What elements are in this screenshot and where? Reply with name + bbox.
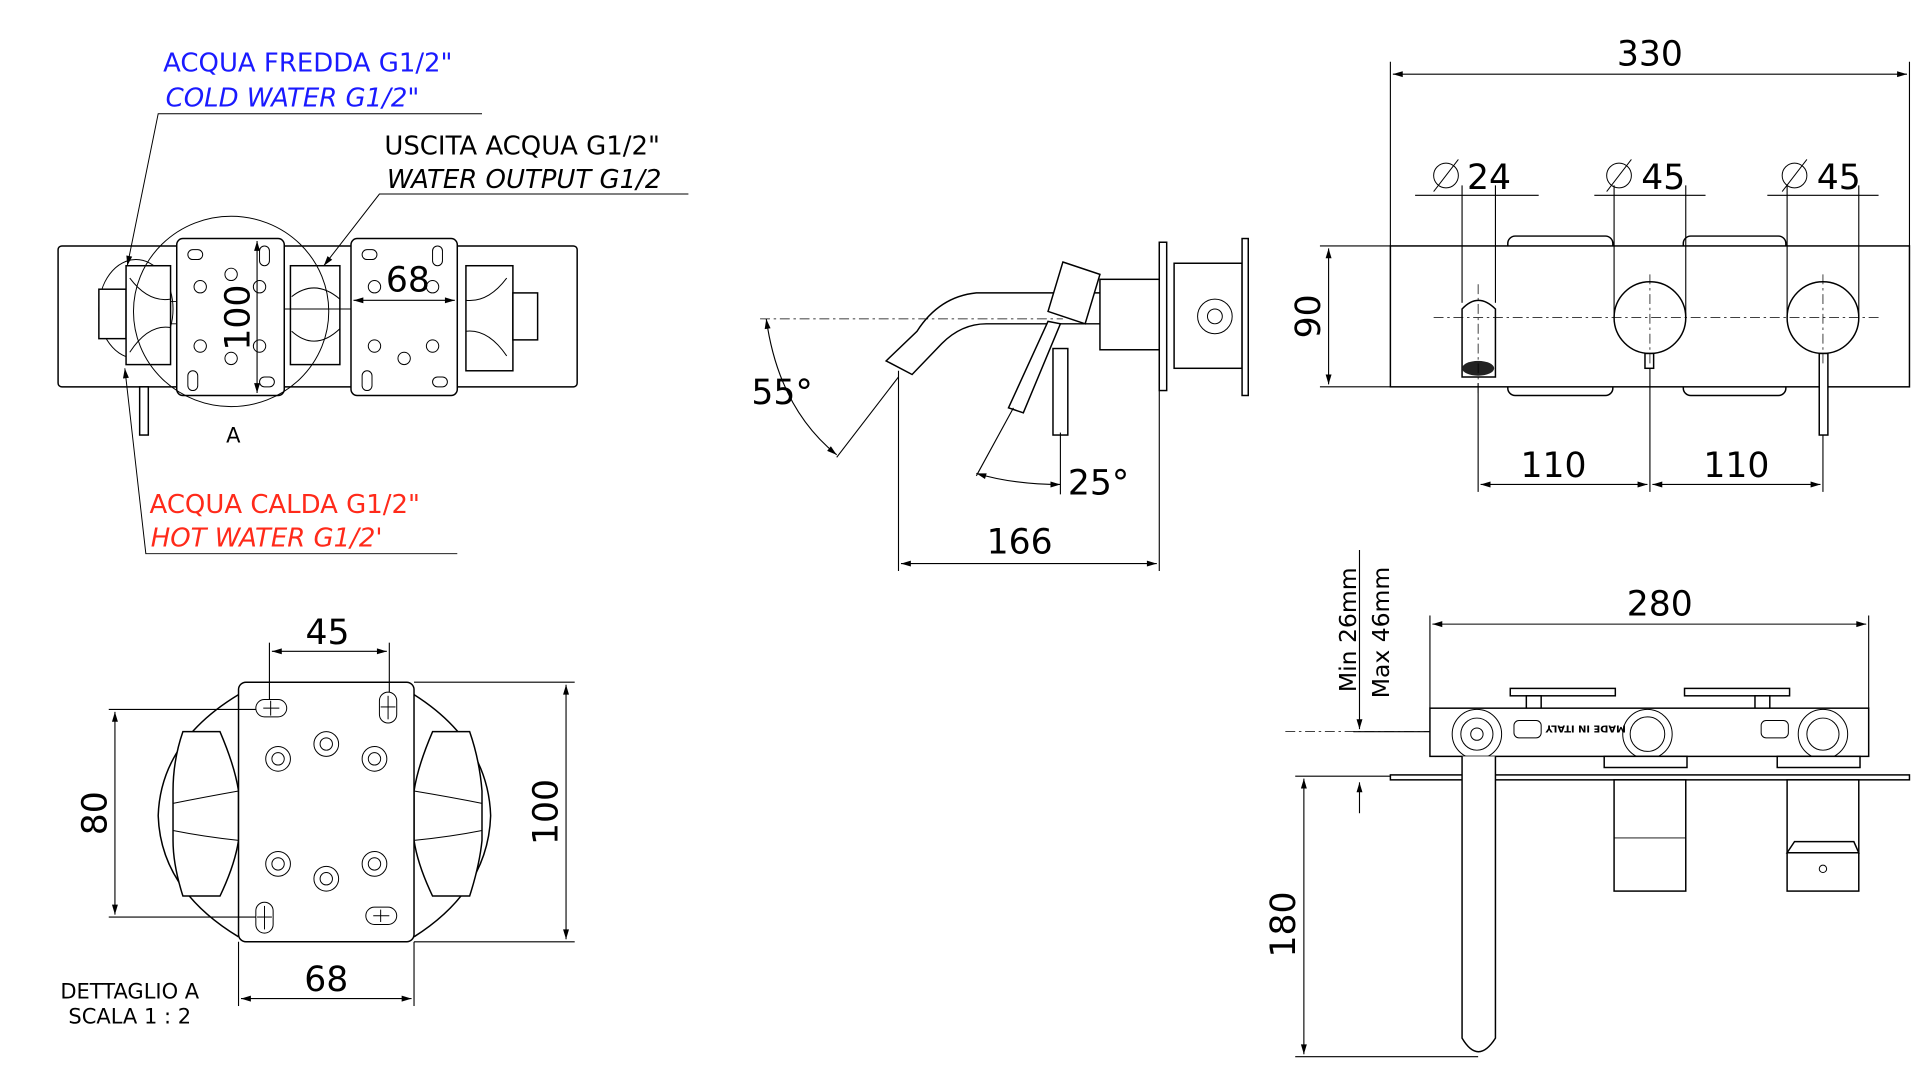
min-depth: Min 26mm [1334,567,1362,692]
cold-water-label-it: ACQUA FREDDA G1/2" [163,49,452,79]
angle-spout: 55° [751,373,812,413]
dim-spout-length: 180 [1264,891,1304,957]
front-view: 330 24 45 45 90 110 110 [1289,35,1911,492]
dim-bottom: 68 [304,960,348,1000]
detail-scale: SCALA 1 : 2 [68,1003,191,1028]
detail-marker: A [226,422,241,447]
made-in-italy-stamp: MADE IN ITALY [1545,722,1626,733]
dim-dia-spout: 24 [1467,158,1511,198]
diameter-handle-2: 45 [1767,158,1879,318]
hot-water-label-it: ACQUA CALDA G1/2" [150,490,420,520]
dim-right: 100 [526,779,566,845]
side-view: 55° 25° 166 [751,237,1249,571]
dim-height: 90 [1289,294,1329,338]
detail-a-view: 45 80 100 68 DETTAGLIO A SCALA 1 : 2 [60,613,575,1028]
diameter-icon [1433,162,1459,189]
rear-view: A 100 68 ACQUA FREDDA G1/2" COLD WATER G… [57,49,689,555]
dim-left: 80 [75,791,115,835]
detail-title: DETTAGLIO A [60,979,199,1004]
cold-water-fitting [98,264,177,366]
dim-dia-handle-1: 45 [1641,158,1685,198]
detail-circle [132,215,330,408]
handle-rod [138,386,150,436]
dim-projection: 166 [987,523,1053,563]
lever-handle [1007,320,1062,414]
dim-height: 100 [219,285,259,351]
water-output-label-en: WATER OUTPUT G1/2 [387,165,662,195]
dim-spacing-2: 110 [1703,446,1769,486]
angle-lever: 25° [1068,463,1129,503]
water-output-label-it: USCITA ACQUA G1/2" [384,131,660,161]
max-depth: Max 46mm [1367,567,1395,699]
diameter-icon [1606,162,1632,189]
hot-water-fitting [465,264,539,372]
dim-width: 280 [1627,584,1693,624]
diameter-handle-1: 45 [1594,158,1706,318]
dim-width: 330 [1617,35,1683,75]
dim-top: 45 [305,613,349,653]
hot-water-label-en: HOT WATER G1/2' [151,523,383,553]
water-output-fitting [284,264,351,366]
diameter-icon [1781,162,1808,189]
spout [1461,299,1497,378]
dim-dia-handle-2: 45 [1817,158,1861,198]
diameter-spout: 24 [1415,158,1539,303]
dim-plate: 68 [386,261,430,301]
cold-water-label-en: COLD WATER G1/2" [166,83,420,113]
dim-spacing-1: 110 [1521,446,1587,486]
spout-tube [1461,756,1497,1053]
installation-view: MADE IN ITALY 280 Min 26mm Max 46mm 180 [1264,549,1911,1058]
